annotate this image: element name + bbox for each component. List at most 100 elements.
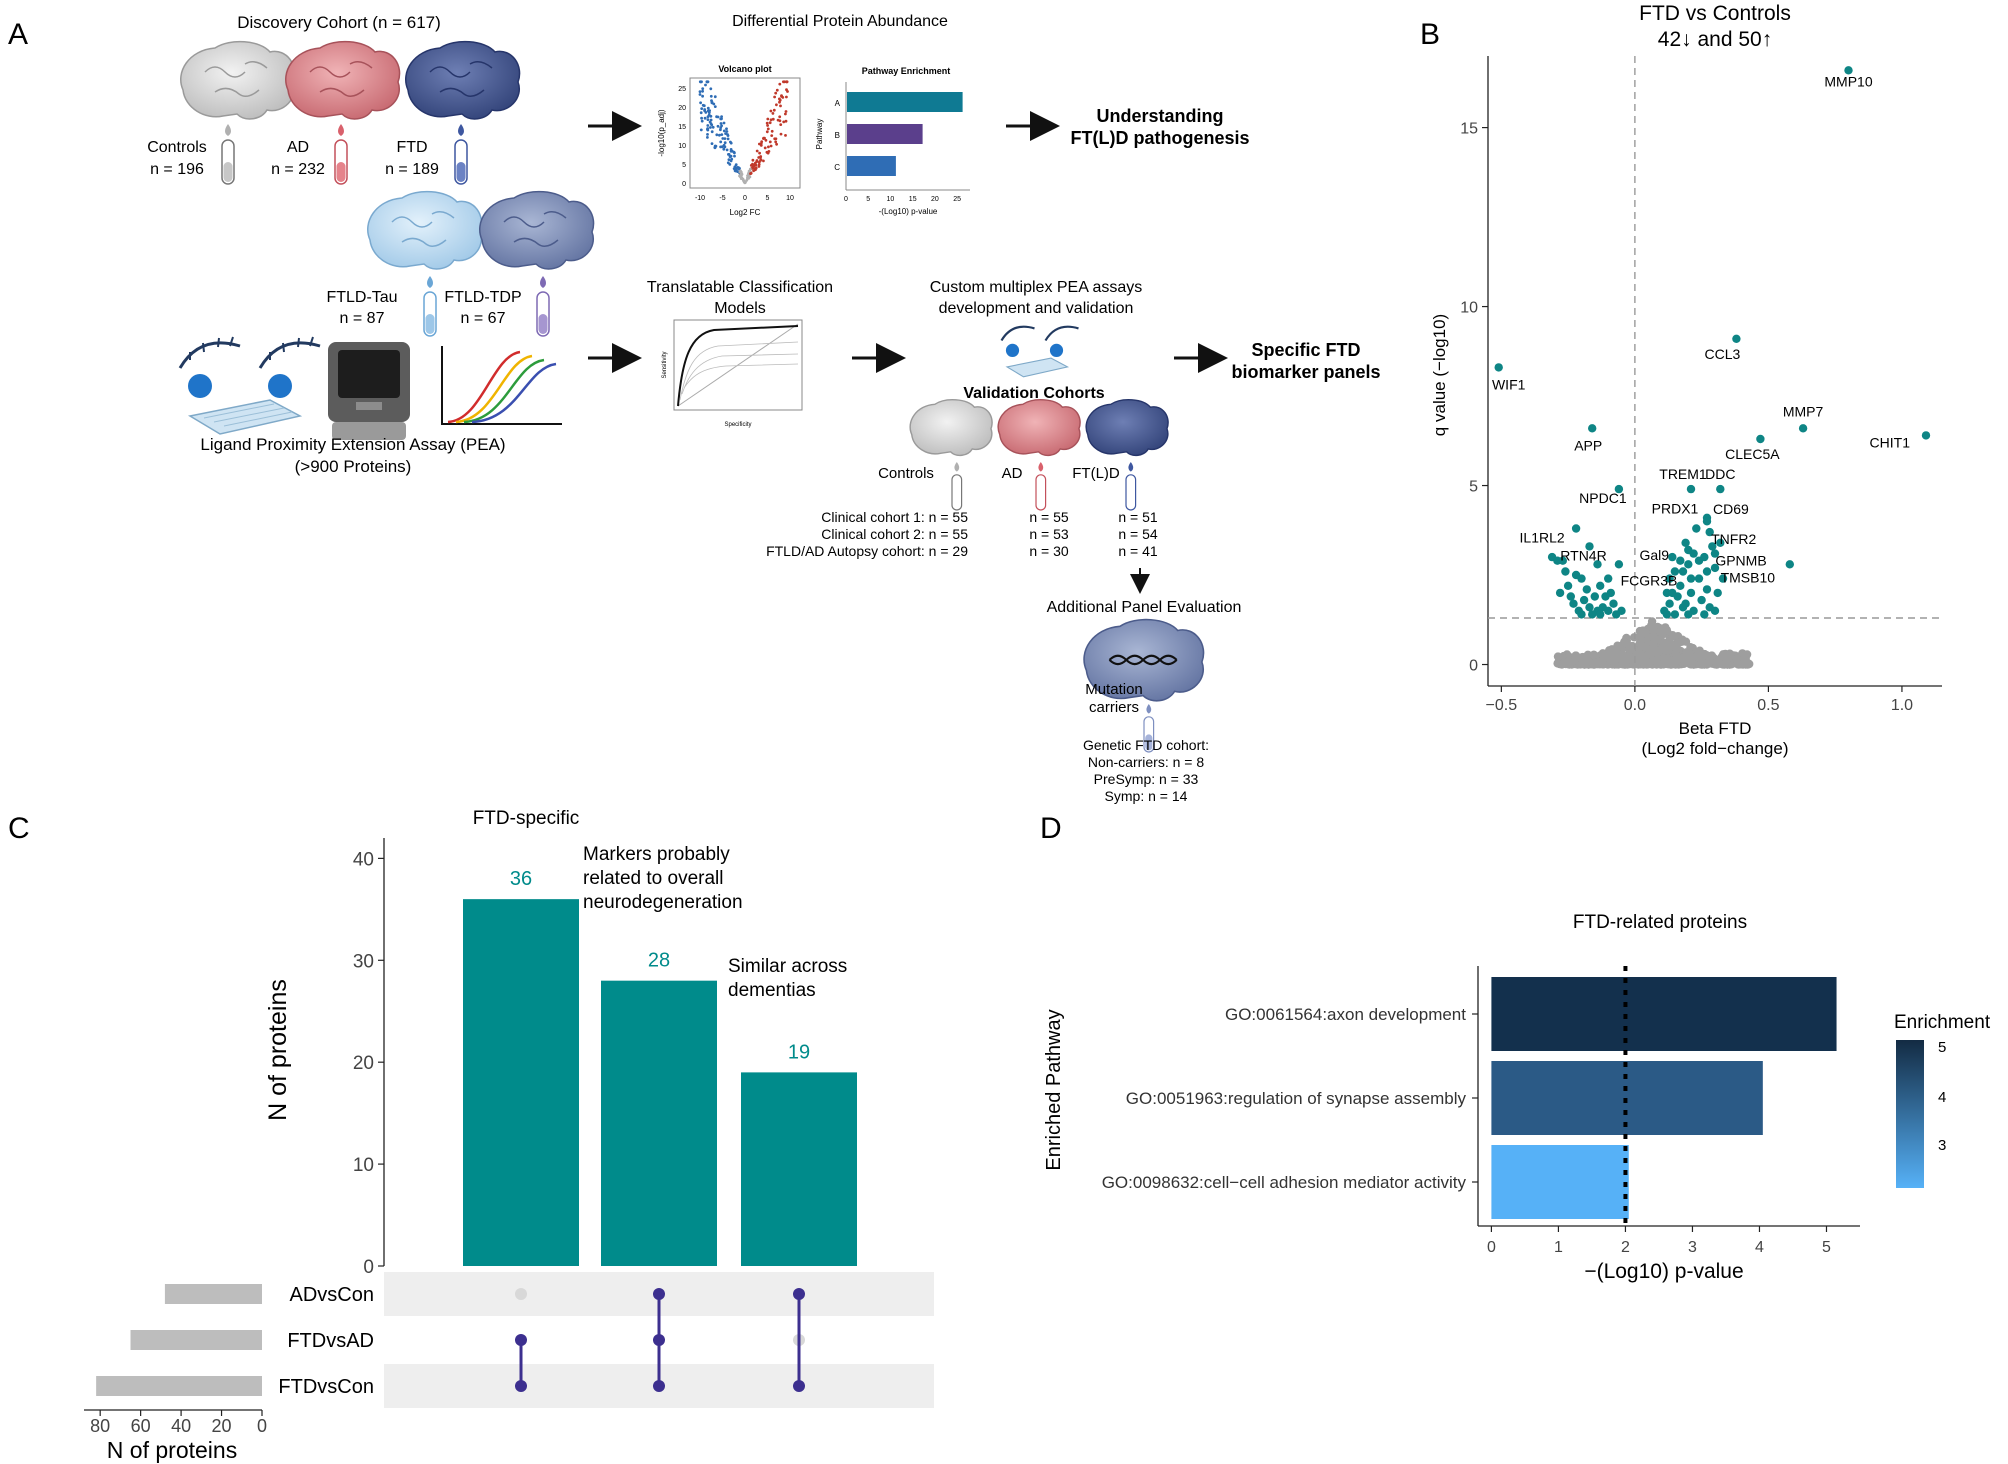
- volcano-point-label: CLEC5A: [1725, 446, 1780, 462]
- volcano-point-nonsignificant: [1608, 651, 1618, 660]
- volcano-point-significant: [1670, 567, 1680, 576]
- discovery-cohort-title: Discovery Cohort (n = 617): [237, 13, 441, 32]
- mini-volcano-point: [708, 120, 712, 124]
- mini-volcano-point: [722, 121, 726, 125]
- mini-volcano-point: [699, 101, 702, 105]
- group-label-ad: AD: [287, 139, 309, 156]
- mini-volcano-point: [701, 87, 705, 90]
- upset-annot1-line1: Markers probably: [583, 844, 730, 865]
- mini-volcano-point: [721, 137, 725, 140]
- volcano-ylabel: q value (−log10): [1430, 314, 1449, 436]
- mutation-line1: Mutation: [1085, 681, 1143, 698]
- mini-volcano-point: [736, 170, 740, 173]
- volcano-point-labeled: [1614, 484, 1624, 494]
- volcano-point-significant: [1681, 538, 1690, 547]
- mini-volcano-point: [751, 158, 755, 162]
- val-tube-ad-icon: [1035, 462, 1047, 511]
- validation-title: Validation Cohorts: [963, 385, 1104, 402]
- volcano-point-significant: [1577, 610, 1586, 619]
- volcano-point-label: DDC: [1705, 466, 1735, 482]
- volcano-point-significant: [1702, 567, 1712, 576]
- volcano-point-nonsignificant: [1666, 658, 1676, 667]
- upset-bar-label: 19: [788, 1041, 810, 1063]
- mini-volcano-point: [740, 174, 743, 177]
- mini-volcano-point: [766, 124, 769, 127]
- val-row3-ftd: n = 41: [1118, 543, 1158, 559]
- mini-enrich-bar: [847, 124, 923, 144]
- mini-volcano-point: [764, 138, 768, 142]
- volcano-point-significant: [1593, 560, 1602, 569]
- volcano-point-nonsignificant: [1653, 659, 1662, 669]
- mini-volcano-point: [706, 127, 709, 131]
- mini-enrich-xtick: 15: [909, 196, 917, 203]
- mini-volcano-xtick: 10: [786, 195, 794, 202]
- genetic-line2: Non-carriers: n = 8: [1088, 754, 1205, 770]
- brain-ftd-icon: [405, 40, 521, 120]
- mini-volcano-point: [722, 129, 726, 133]
- enrich-x-tick-label: 1: [1554, 1239, 1563, 1256]
- mini-volcano-ytick: 25: [678, 86, 686, 93]
- volcano-point-significant: [1686, 574, 1696, 583]
- subgroup-label-tdp: FTLD-TDP: [444, 289, 521, 306]
- volcano-point-significant: [1713, 588, 1722, 598]
- volcano-point-significant: [1609, 599, 1618, 608]
- volcano-plot-area: [1488, 56, 1942, 686]
- val-brain-ftd-icon: [1085, 399, 1169, 457]
- volcano-y-tick-label: 10: [1460, 300, 1478, 317]
- mini-volcano-point: [755, 149, 759, 153]
- volcano-point-significant: [1596, 581, 1605, 590]
- mini-volcano-point: [775, 142, 778, 146]
- mini-volcano-ytick: 15: [678, 124, 686, 131]
- mini-volcano-point: [765, 121, 769, 125]
- mini-enrich-bar-label: A: [835, 99, 841, 108]
- outcome2-line1: Specific FTD: [1251, 340, 1360, 360]
- upset-set-label: FTDvsAD: [287, 1330, 374, 1352]
- volcano-point-nonsignificant: [1674, 638, 1684, 647]
- legend-tick-3: 3: [1938, 1137, 1946, 1154]
- mini-volcano-point: [711, 125, 715, 129]
- legend-tick-4: 4: [1938, 1089, 1946, 1106]
- volcano-point-label: MMP7: [1783, 403, 1824, 419]
- val-row1-cohort: Clinical cohort 1: n = 55: [821, 509, 968, 525]
- volcano-point-nonsignificant: [1641, 652, 1650, 662]
- mini-volcano-ytick: 0: [682, 181, 686, 188]
- mini-volcano-point: [720, 124, 723, 128]
- mini-volcano-point: [699, 111, 703, 115]
- volcano-point-significant: [1697, 595, 1706, 605]
- volcano-point-nonsignificant: [1692, 652, 1701, 661]
- mini-volcano-point: [726, 134, 730, 137]
- volcano-point-nonsignificant: [1668, 631, 1677, 640]
- upset-bar-label: 36: [510, 868, 532, 890]
- mini-volcano-point: [710, 130, 714, 134]
- volcano-point-label: TREM1: [1659, 466, 1707, 482]
- volcano-point-significant: [1670, 610, 1680, 619]
- volcano-point-labeled: [1494, 363, 1503, 372]
- subgroup-n-tdp: n = 67: [461, 310, 506, 327]
- mini-volcano-point: [744, 180, 747, 184]
- mini-volcano-point: [757, 165, 761, 168]
- volcano-point-significant: [1596, 610, 1605, 619]
- panel-label-b: B: [1420, 18, 1440, 51]
- volcano-title: FTD vs Controls: [1639, 2, 1791, 25]
- mini-volcano-point: [706, 118, 710, 121]
- mini-volcano-point: [727, 158, 731, 161]
- mini-volcano-point: [720, 133, 724, 136]
- mini-volcano-point: [700, 119, 704, 123]
- mini-volcano-point: [771, 117, 775, 121]
- volcano-point-significant: [1563, 581, 1573, 590]
- volcano-point-significant: [1588, 610, 1597, 619]
- mini-volcano-point: [716, 115, 720, 119]
- val-row2-ad: n = 53: [1029, 526, 1069, 542]
- volcano-point-label: WIF1: [1492, 376, 1526, 392]
- brain-ftld-tau-icon: [367, 190, 483, 270]
- val-row3-ad: n = 30: [1029, 543, 1069, 559]
- mini-volcano-point: [727, 153, 730, 156]
- volcano-point-significant: [1561, 567, 1570, 576]
- subgroup-n-tau: n = 87: [340, 310, 385, 327]
- mini-volcano-point: [725, 148, 729, 152]
- mini-volcano-point: [779, 132, 783, 136]
- mini-enrich-bar: [847, 92, 963, 112]
- upset-annot2-line2: dementias: [728, 980, 816, 1001]
- enrich-x-tick-label: 4: [1755, 1239, 1764, 1256]
